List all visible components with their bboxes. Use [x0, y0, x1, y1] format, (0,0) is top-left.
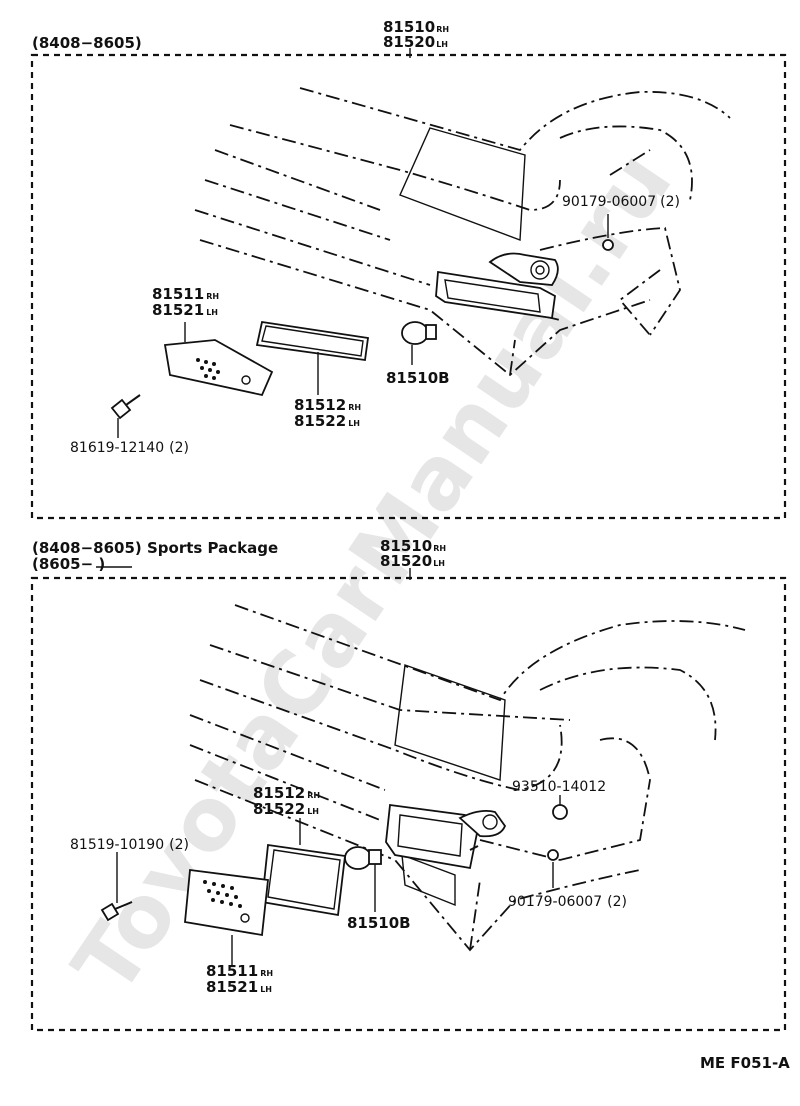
bottom-date-range: (8408−8605) Sports Package	[32, 539, 278, 557]
top-bulb	[401, 321, 437, 365]
top-lamp-housing	[435, 252, 559, 320]
top-panel: (8408−8605)	[30, 18, 787, 520]
svg-text:81510B: 81510B	[386, 369, 450, 387]
figure-code: ME F051-A	[700, 1054, 790, 1072]
svg-text:81510RH: 81510RH	[383, 18, 449, 36]
callout-top-lamp: 81510RH 81520LH	[383, 18, 449, 51]
callout-top-screw: 81619-12140(2)	[70, 440, 189, 456]
top-nut	[602, 214, 614, 251]
callout-bottom-nut90: 90179-06007(2)	[508, 894, 627, 910]
bottom-bulb	[344, 846, 382, 912]
bottom-panel: (8408−8605) Sports Package (8605− )	[30, 537, 787, 1032]
callout-bottom-screw: 81519-10190(2)	[70, 837, 189, 853]
bottom-date-range-2: (8605− )	[32, 555, 105, 573]
top-car-body	[194, 87, 731, 377]
bottom-nut-90179	[547, 849, 559, 888]
top-date-range: (8408−8605)	[32, 34, 142, 52]
callout-top-bulb: 81510B	[386, 369, 450, 387]
bottom-lamp-housing	[385, 803, 507, 870]
bottom-car-body	[189, 604, 746, 952]
top-lens	[163, 322, 274, 397]
callout-bottom-bulb: 81510B	[347, 914, 411, 932]
top-gasket	[255, 320, 370, 395]
callout-bottom-nut93: 93510-14012	[512, 779, 606, 795]
svg-text:81510RH: 81510RH	[380, 537, 446, 555]
svg-text:90179-06007(2): 90179-06007(2)	[508, 894, 627, 910]
svg-text:81520LH: 81520LH	[380, 552, 445, 570]
callout-top-nut: 90179-06007(2)	[562, 194, 680, 210]
watermark: ToyotaCarManual.ru	[55, 133, 693, 1011]
svg-text:90179-06007(2): 90179-06007(2)	[562, 194, 680, 210]
top-screw	[110, 394, 141, 438]
top-panel-border	[30, 53, 787, 520]
bottom-gasket	[261, 818, 346, 917]
callout-bottom-lamp: 81510RH 81520LH	[380, 537, 446, 570]
bottom-lens	[184, 868, 269, 965]
bottom-nut-93510	[552, 795, 568, 820]
svg-text:81520LH: 81520LH	[383, 33, 448, 51]
svg-text:81619-12140(2): 81619-12140(2)	[70, 440, 189, 456]
bottom-screw	[100, 852, 133, 922]
svg-text:93510-14012: 93510-14012	[512, 779, 606, 795]
bottom-panel-border	[30, 576, 787, 1032]
svg-text:81510B: 81510B	[347, 914, 411, 932]
svg-text:81519-10190(2): 81519-10190(2)	[70, 837, 189, 853]
